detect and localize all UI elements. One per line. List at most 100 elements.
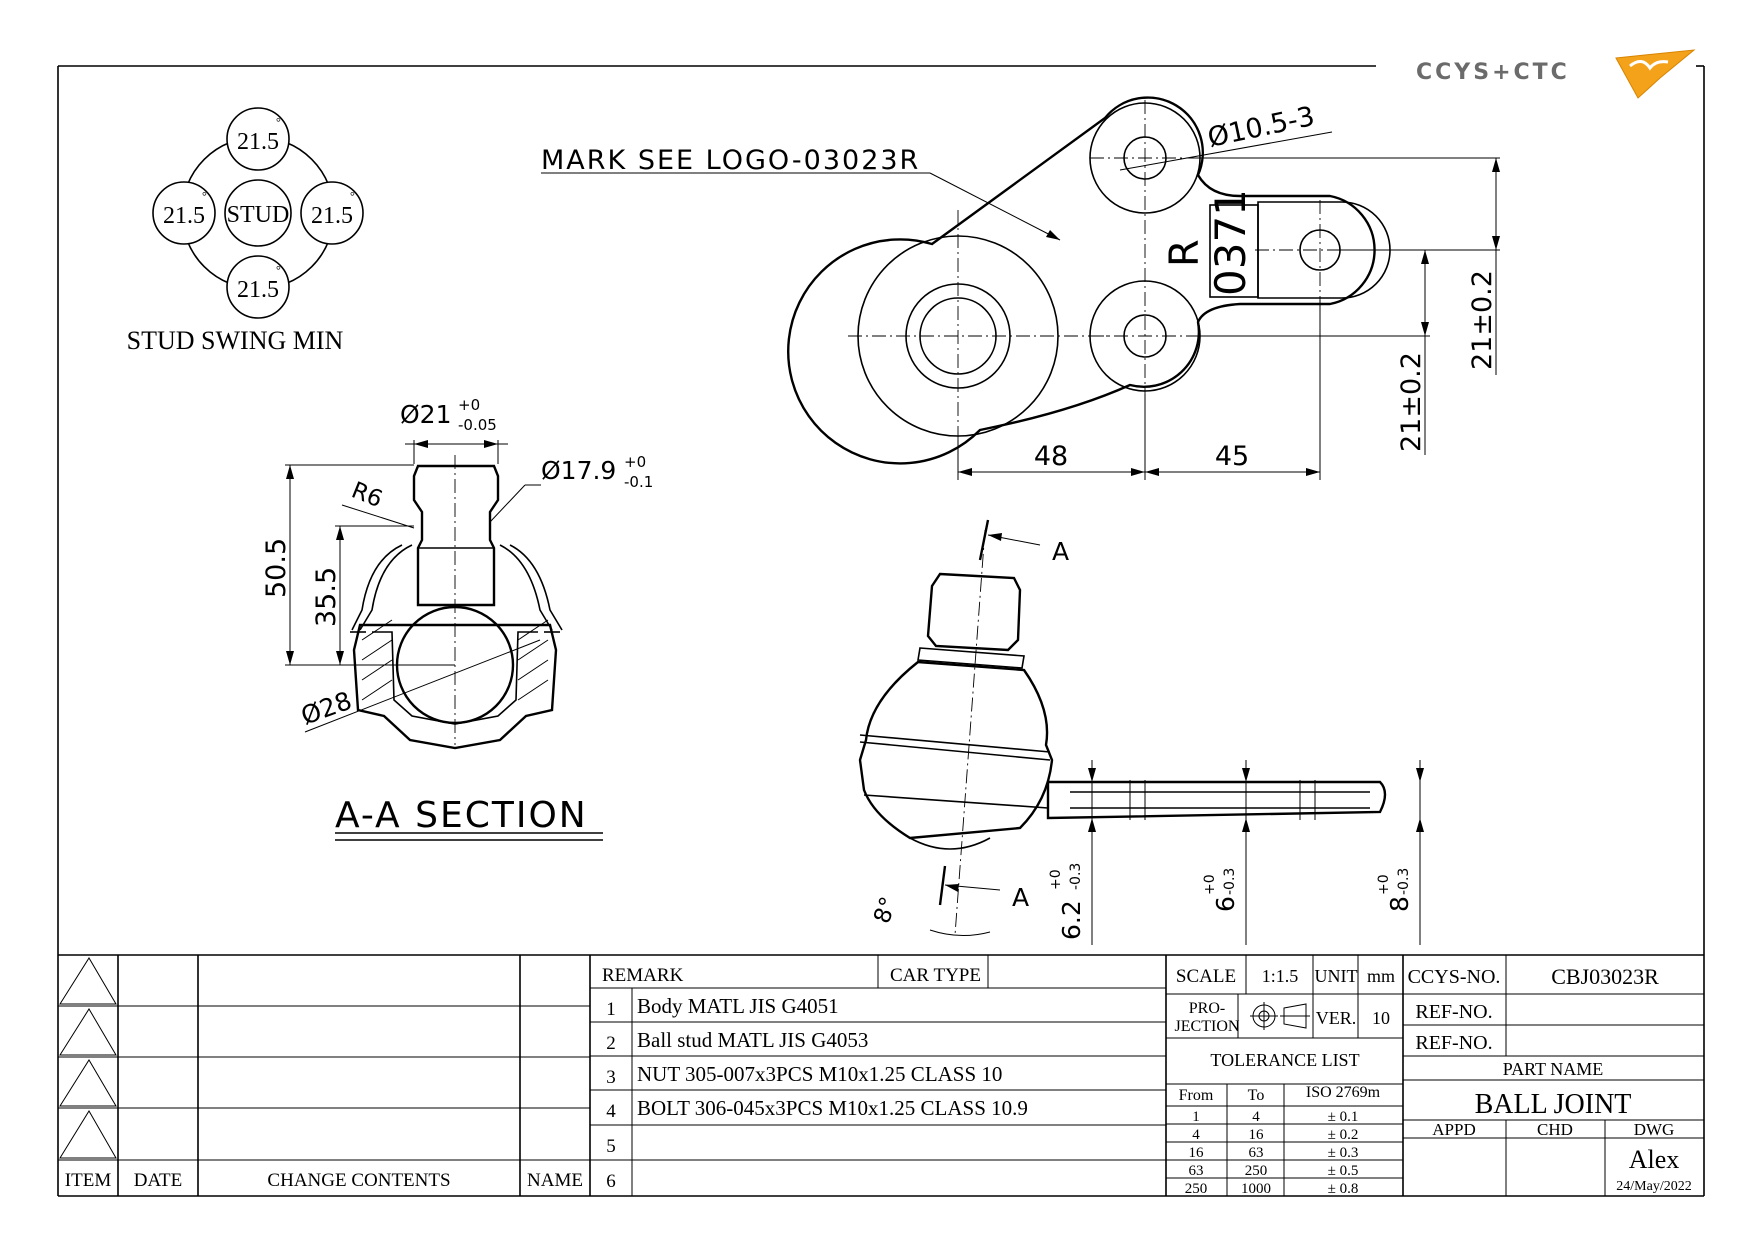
side-view: A A 6.2 +0 -0.3 6 +0 -0.3 8 +0 [858,519,1424,945]
dim-355: 35.5 [311,567,342,627]
drawing-label: 250 [1245,1163,1268,1179]
dim-d179-tol-lower: -0.1 [624,473,653,491]
dim-6-tol-lower: -0.3 [1222,868,1238,895]
drawing-label: 250 [1185,1181,1208,1197]
remark-row-3: NUT 305-007x3PCS M10x1.25 CLASS 10 [637,1062,1002,1086]
mark-note: MARK SEE LOGO-03023R [541,145,920,176]
tolerance-rows: 1 4 ± 0.1 4 16 ± 0.2 16 63 ± 0.3 63 250 … [1185,1109,1359,1197]
unit-value: mm [1367,966,1395,986]
stud-outline [412,464,500,607]
dim-48: 48 [1034,441,1068,472]
chd-label: CHD [1537,1120,1573,1139]
stud-swing-caption: STUD SWING MIN [127,326,344,355]
degree-mark: ° [276,115,281,129]
degree-mark: ° [350,189,355,203]
degree-mark: ° [202,189,207,203]
projection-label-1: PRO- [1189,1000,1225,1017]
logo-text: CCYS+CTC [1416,60,1570,85]
remark-row-2: Ball stud MATL JIS G4053 [637,1028,868,1052]
sheet-border [57,65,1705,1197]
logo-mark-icon [1615,49,1696,99]
section-view: Ø21 +0 -0.05 Ø17.9 +0 -0.1 R6 50.5 35.5 … [261,396,653,841]
drawing-label: 16 [1189,1145,1205,1161]
section-title: A-A SECTION [335,795,588,836]
swing-center-circle [224,179,292,247]
drawing-label: 16 [1249,1127,1265,1143]
car-type-label: CAR TYPE [890,965,981,986]
dim-d21: Ø21 [400,400,452,429]
tolerance-title: TOLERANCE LIST [1210,1050,1359,1070]
section-mark-top: A [1052,537,1069,566]
drawing-label: ± 0.1 [1328,1109,1359,1125]
boot-outline [359,544,553,631]
remark-row-1: Body MATL JIS G4051 [637,994,839,1018]
dim-505: 50.5 [261,538,292,598]
rev-header-item: ITEM [65,1170,112,1191]
swing-angle-right: 21.5 [311,203,353,229]
hole-dim: Ø10.5-3 [1205,101,1317,154]
dim-8-tol-lower: -0.3 [1396,868,1412,895]
drawing-label: From [1179,1087,1214,1104]
projection-symbol-icon [1250,1002,1310,1030]
rev-header-change: CHANGE CONTENTS [267,1170,450,1191]
dim-d21-tol-lower: -0.05 [458,416,497,434]
dim-d21-tol-upper: +0 [458,396,480,414]
scale-value: 1:1.5 [1262,966,1299,986]
drawing-label: 63 [1249,1145,1264,1161]
drawing-label: 1 [1192,1109,1200,1125]
dwg-name: Alex [1629,1145,1680,1174]
dim-21-left: 21±0.2 [1396,352,1427,452]
remark-row-4: BOLT 306-045x3PCS M10x1.25 CLASS 10.9 [637,1096,1028,1120]
drawing-label: ± 0.8 [1328,1181,1359,1197]
dim-6: 6 [1211,896,1240,912]
swing-angle-top: 21.5 [237,129,279,155]
drawing-label: 5 [606,1136,616,1157]
remark-header: REMARK [602,965,684,986]
swing-angle-bottom: 21.5 [237,277,279,303]
ref-no-label-1: REF-NO. [1415,1001,1492,1023]
angle-8: 8° [869,894,902,927]
flange-pad [1257,201,1391,299]
company-logo: CCYS+CTC [1416,49,1696,99]
drawing-label: 1000 [1241,1181,1271,1197]
part-name-label: PART NAME [1503,1059,1603,1079]
dim-45: 45 [1215,441,1249,472]
top-view: R 0371 MARK SEE LOGO-03023R Ø10.5-3 48 4… [541,96,1500,480]
ccys-no-label: CCYS-NO. [1408,966,1501,988]
dim-62-tol-lower: -0.3 [1068,863,1084,890]
housing-outline [352,623,558,750]
revision-triangle-icon [59,957,117,1159]
stud-swing-diagram: STUD 21.5 21.5 21.5 21.5 ° ° ° ° STUD SW… [127,107,364,355]
side-stud [926,572,1022,652]
appd-label: APPD [1432,1120,1475,1139]
drawing-label: 1 [606,999,616,1020]
drawing-label: 63 [1189,1163,1204,1179]
ccys-no: CBJ03023R [1551,964,1659,989]
dim-6-tol-upper: +0 [1202,874,1218,895]
drawing-label: 4 [1192,1127,1200,1143]
dim-62: 6.2 [1057,900,1086,940]
drawing-label: To [1248,1087,1265,1104]
rev-header-name: NAME [527,1170,583,1191]
drawing-label: 6 [606,1171,616,1192]
dim-d179-tol-upper: +0 [624,453,646,471]
ver-value: 10 [1372,1008,1390,1028]
title-block: ITEM DATE CHANGE CONTENTS NAME REMARK CA… [58,954,1704,1197]
drawing-label: 3 [606,1067,616,1088]
mark-letter: R [1162,239,1208,267]
drawing-label: 2 [606,1033,616,1054]
projection-label-2: JECTION [1175,1018,1240,1035]
swing-angle-left: 21.5 [163,203,205,229]
unit-label: UNIT [1315,966,1358,986]
drawing-label: ± 0.2 [1328,1127,1359,1143]
drawing-label: 4 [606,1101,616,1122]
section-mark-bottom: A [1012,883,1029,912]
drawing-label: 4 [1252,1109,1260,1125]
dim-r6: R6 [348,477,386,513]
stud-label: STUD [227,202,290,228]
drawing-date: 24/May/2022 [1616,1179,1691,1194]
dim-21-right: 21±0.2 [1467,270,1498,370]
ref-no-label-2: REF-NO. [1415,1032,1492,1054]
dim-8-tol-upper: +0 [1376,874,1392,895]
